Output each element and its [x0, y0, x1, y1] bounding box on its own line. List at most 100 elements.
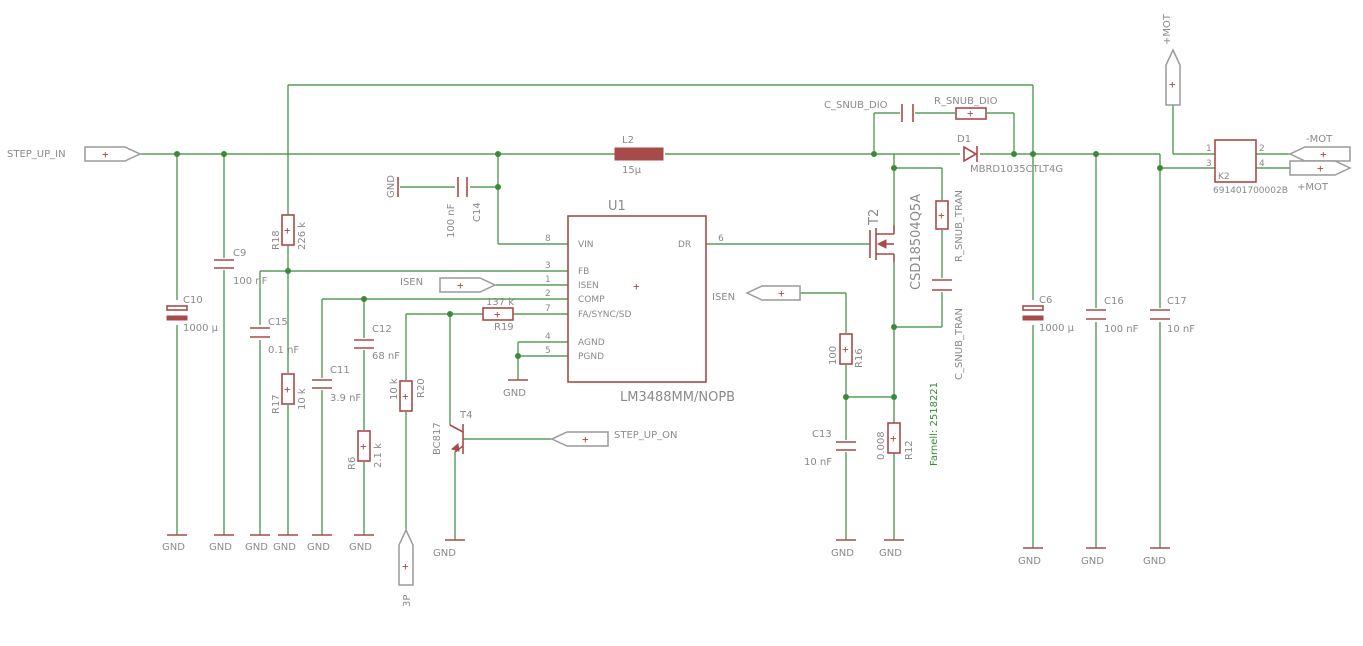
- svg-text:ISEN: ISEN: [578, 281, 599, 291]
- svg-text:R_SNUB_DIO: R_SNUB_DIO: [934, 96, 998, 107]
- resistor-r6[interactable]: + R6 2.1 k: [347, 430, 384, 470]
- svg-text:GND: GND: [1018, 556, 1041, 567]
- cap-c11[interactable]: C11 3.9 nF: [312, 365, 361, 404]
- svg-text:L2: L2: [622, 135, 634, 146]
- resistor-r18[interactable]: + R18 226 k: [271, 214, 308, 250]
- port-isen-right[interactable]: + ISEN: [712, 285, 801, 303]
- svg-text:1: 1: [1206, 144, 1212, 154]
- svg-text:GND: GND: [245, 542, 268, 553]
- svg-text:GND: GND: [1081, 556, 1104, 567]
- port-3p[interactable]: + 3P: [398, 528, 414, 607]
- port-step-up-in[interactable]: + STEP_UP_IN: [7, 146, 142, 162]
- svg-text:C17: C17: [1167, 296, 1187, 307]
- ic-u1[interactable]: U1 LM3488MM/NOPB + VIN 8 FB 3 ISEN 1 COM…: [545, 199, 735, 405]
- port-step-up-on[interactable]: + STEP_UP_ON: [550, 430, 678, 447]
- svg-text:C_SNUB_DIO: C_SNUB_DIO: [824, 100, 888, 111]
- svg-text:+: +: [842, 343, 849, 356]
- svg-text:VIN: VIN: [578, 240, 594, 250]
- svg-text:+: +: [284, 224, 291, 237]
- svg-text:1000 µ: 1000 µ: [183, 323, 219, 334]
- svg-text:ISEN: ISEN: [400, 277, 423, 288]
- cap-c10[interactable]: C10 1000 µ: [166, 295, 219, 334]
- svg-text:R20: R20: [416, 378, 427, 398]
- port-mot-minus[interactable]: + -MOT: [1288, 134, 1351, 162]
- svg-text:+: +: [633, 280, 640, 293]
- cap-c-snub-dio[interactable]: C_SNUB_DIO: [824, 100, 914, 122]
- svg-text:+: +: [494, 308, 501, 321]
- inductor-l2[interactable]: L2 15µ: [614, 135, 664, 176]
- svg-text:68 nF: 68 nF: [372, 351, 400, 362]
- cap-c12[interactable]: C12 68 nF: [354, 324, 400, 362]
- svg-text:2: 2: [545, 289, 551, 299]
- svg-text:100 nF: 100 nF: [446, 203, 457, 238]
- svg-text:GND: GND: [831, 548, 854, 559]
- cap-c13[interactable]: C13 10 nF: [804, 429, 856, 468]
- port-mot-top[interactable]: + +MOT: [1162, 13, 1181, 106]
- resistor-r17[interactable]: + R17 10 k: [271, 373, 308, 414]
- svg-text:C12: C12: [372, 324, 392, 335]
- resistor-r-snub-dio[interactable]: + R_SNUB_DIO: [934, 96, 998, 120]
- cap-c17[interactable]: C17 10 nF: [1150, 296, 1195, 335]
- svg-text:C10: C10: [183, 295, 203, 306]
- svg-text:R16: R16: [854, 348, 865, 368]
- svg-text:GND: GND: [386, 175, 397, 198]
- svg-text:1: 1: [545, 275, 551, 285]
- svg-text:0.008: 0.008: [876, 431, 887, 460]
- svg-text:2.1 k: 2.1 k: [373, 443, 384, 468]
- resistor-r20[interactable]: + 10 k R20: [389, 378, 427, 412]
- cap-c-snub-tran[interactable]: C_SNUB_TRAN: [932, 279, 965, 380]
- diode-d1[interactable]: D1 MBRD1035CTLT4G: [957, 134, 1063, 175]
- svg-text:R6: R6: [347, 457, 358, 470]
- svg-text:R12: R12: [904, 440, 915, 460]
- svg-text:+: +: [1169, 78, 1176, 91]
- svg-text:+: +: [967, 107, 974, 120]
- svg-text:0.1 nF: 0.1 nF: [268, 345, 299, 356]
- svg-text:-MOT: -MOT: [1306, 134, 1333, 145]
- wires: [140, 84, 1290, 548]
- svg-text:226 k: 226 k: [297, 222, 308, 250]
- svg-text:+: +: [582, 433, 589, 446]
- mosfet-t2[interactable]: T2 CSD18504Q5A: [867, 194, 924, 290]
- svg-text:10 k: 10 k: [297, 388, 308, 410]
- svg-text:C9: C9: [233, 248, 246, 259]
- svg-text:+: +: [402, 560, 409, 573]
- svg-text:GND: GND: [307, 542, 330, 553]
- svg-text:R19: R19: [494, 322, 514, 333]
- svg-text:3: 3: [1206, 159, 1212, 169]
- svg-text:8: 8: [545, 234, 551, 244]
- junctions: [174, 151, 1163, 400]
- svg-text:+: +: [102, 148, 109, 161]
- svg-text:CSD18504Q5A: CSD18504Q5A: [909, 194, 924, 290]
- port-isen-left[interactable]: + ISEN: [400, 277, 497, 293]
- cap-c9[interactable]: C9 100 nF: [214, 248, 268, 287]
- svg-text:GND: GND: [209, 542, 232, 553]
- transistor-t4[interactable]: T4 BC817: [432, 410, 472, 455]
- svg-text:+: +: [402, 390, 409, 403]
- svg-text:LM3488MM/NOPB: LM3488MM/NOPB: [620, 390, 735, 405]
- svg-text:4: 4: [1259, 159, 1265, 169]
- cap-c6[interactable]: C6 1000 µ: [1022, 295, 1075, 334]
- svg-text:ISEN: ISEN: [712, 292, 735, 303]
- cap-c16[interactable]: C16 100 nF: [1086, 296, 1139, 335]
- svg-text:+: +: [938, 209, 945, 222]
- cap-c14[interactable]: C14 100 nF: [446, 177, 483, 238]
- resistor-r-snub-tran[interactable]: + R_SNUB_TRAN: [935, 190, 965, 262]
- svg-text:C15: C15: [268, 317, 288, 328]
- cap-c15[interactable]: C15 0.1 nF: [250, 317, 299, 356]
- svg-text:FB: FB: [578, 267, 589, 277]
- svg-text:AGND: AGND: [578, 338, 605, 348]
- svg-text:U1: U1: [608, 199, 626, 214]
- svg-text:C13: C13: [812, 429, 832, 440]
- resistor-r16[interactable]: + 100 R16: [828, 333, 865, 368]
- svg-text:+: +: [890, 432, 897, 445]
- svg-text:10 nF: 10 nF: [804, 457, 832, 468]
- connector-k2[interactable]: K2 691401700002B 1 2 3 4: [1206, 139, 1288, 196]
- port-mot-plus[interactable]: + +MOT: [1289, 160, 1352, 193]
- svg-text:GND: GND: [879, 548, 902, 559]
- resistor-r12[interactable]: + 0.008 R12: [876, 422, 915, 460]
- svg-text:691401700002B: 691401700002B: [1213, 186, 1288, 196]
- svg-text:STEP_UP_IN: STEP_UP_IN: [7, 149, 66, 160]
- svg-text:PGND: PGND: [578, 352, 604, 362]
- resistor-r19[interactable]: + 137 k R19: [482, 297, 514, 333]
